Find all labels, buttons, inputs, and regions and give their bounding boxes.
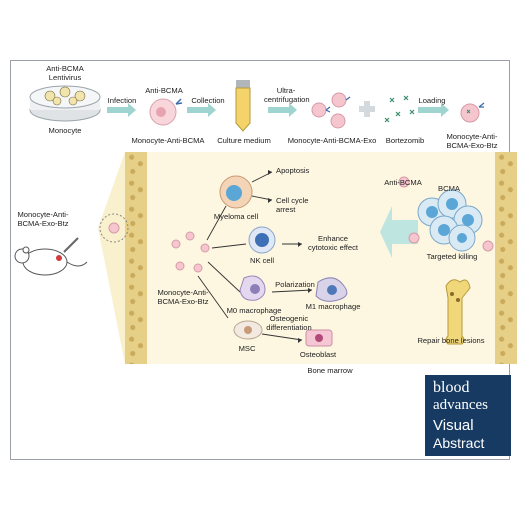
bcma-label: BCMA bbox=[438, 184, 460, 193]
bortezomib-icon bbox=[384, 95, 415, 123]
osteoblast-label: Osteoblast bbox=[299, 350, 337, 359]
exosome-icons bbox=[311, 92, 347, 129]
zoom-circle bbox=[99, 213, 129, 243]
exo-btz-label-marrow: Monocyte-Anti- BCMA-Exo-Btz bbox=[157, 288, 209, 306]
cell-cycle-arrest-label: Cell cycle arrest bbox=[276, 196, 309, 214]
lentivirus-label: Anti-BCMA Lentivirus bbox=[46, 64, 84, 82]
logo-abstract: Abstract bbox=[433, 435, 485, 451]
repair-bone-label: Repair bone lesions bbox=[417, 336, 485, 345]
m0-label: M0 macrophage bbox=[226, 306, 282, 315]
logo-blood: blood bbox=[433, 379, 470, 396]
infection-label: Infection bbox=[107, 96, 137, 105]
osteogenic-label: Osteogenic differentiation bbox=[266, 314, 312, 332]
ultracentrifugation-label: Ultra- centrifugation bbox=[264, 86, 310, 104]
exo-label: Monocyte-Anti-BCMA-Exo bbox=[287, 136, 377, 145]
plus-icon bbox=[359, 101, 375, 117]
culture-tube-icon bbox=[235, 80, 251, 132]
exo-btz-icon bbox=[460, 102, 485, 123]
osteoblast-icon bbox=[305, 329, 333, 347]
nk-cell-label: NK cell bbox=[249, 256, 275, 265]
bone-marrow-label: Bone marrow bbox=[307, 366, 353, 375]
msc-icon bbox=[233, 320, 263, 340]
enhance-label: Enhance cytotoxic effect bbox=[307, 234, 359, 252]
tumor-cluster-icon bbox=[417, 189, 483, 252]
myeloma-cell-label: Myeloma cell bbox=[213, 212, 259, 221]
m1-label: M1 macrophage bbox=[305, 302, 361, 311]
bortezomib-label: Bortezomib bbox=[385, 136, 425, 145]
targeted-killing-label: Targeted killing bbox=[426, 252, 478, 261]
syringe-icon bbox=[63, 237, 79, 253]
zoom-cone bbox=[98, 152, 125, 364]
m1-macrophage-icon bbox=[315, 277, 348, 302]
petri-dish-icon bbox=[29, 85, 101, 122]
exo-btz-label-top: Monocyte-Anti- BCMA-Exo-Btz bbox=[446, 132, 498, 150]
msc-label: MSC bbox=[238, 344, 256, 353]
bone-right bbox=[495, 152, 517, 364]
polarization-label: Polarization bbox=[275, 280, 315, 289]
process-arrows bbox=[107, 103, 449, 117]
injection-site-icon bbox=[56, 255, 62, 261]
monocyte-anti-bcma-label: Monocyte-Anti-BCMA bbox=[131, 136, 205, 145]
monocyte-anti-bcma-cell bbox=[149, 98, 183, 126]
monocyte-label: Monocyte bbox=[48, 126, 82, 135]
nk-cell-icon bbox=[248, 226, 276, 254]
m0-macrophage-icon bbox=[239, 275, 266, 301]
exosome-cluster bbox=[171, 231, 210, 273]
mouse-label: Monocyte-Anti- BCMA-Exo-Btz bbox=[17, 210, 69, 228]
anti-bcma-label-top: Anti-BCMA bbox=[145, 86, 183, 95]
anti-bcma-label-marrow: Anti-BCMA bbox=[384, 178, 422, 187]
culture-medium-label: Culture medium bbox=[217, 136, 271, 145]
outcome-arrow bbox=[380, 206, 418, 258]
myeloma-cell-icon bbox=[219, 175, 253, 209]
collection-label: Collection bbox=[191, 96, 225, 105]
logo-visual: Visual bbox=[433, 417, 474, 434]
blood-advances-logo: blood advances Visual Abstract bbox=[425, 375, 511, 456]
logo-advances: advances bbox=[433, 397, 488, 413]
mouse-icon bbox=[14, 246, 88, 276]
femur-bone-icon bbox=[445, 279, 471, 345]
apoptosis-label: Apoptosis bbox=[276, 166, 310, 175]
bone-left bbox=[125, 152, 147, 364]
loading-label: Loading bbox=[418, 96, 446, 105]
